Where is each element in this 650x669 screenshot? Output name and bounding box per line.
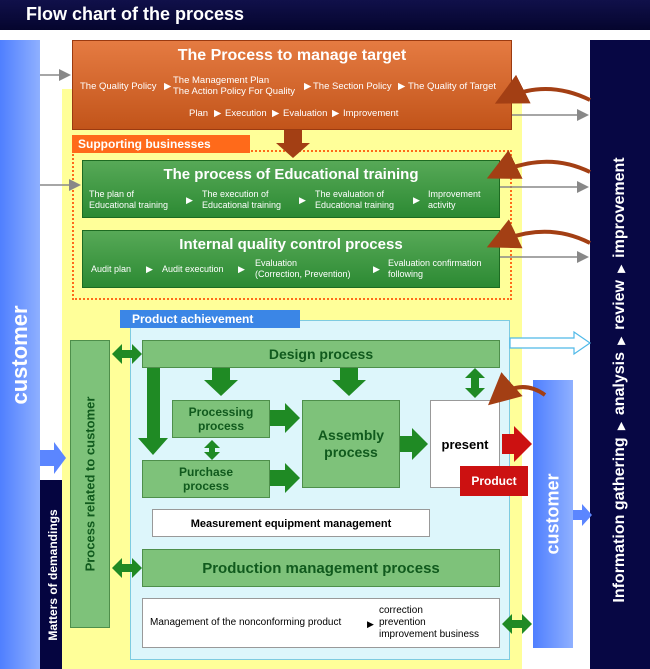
edu-step-improvement: Improvement activity: [428, 189, 481, 210]
gray-flow-lines: [40, 69, 589, 263]
design-process: Design process: [142, 340, 500, 368]
manage-step-improvement: Improvement: [343, 108, 399, 119]
arrow-design-present: [465, 368, 485, 398]
nonconforming-item-correction: correction: [379, 605, 423, 616]
manage-arrow-5: ▶: [272, 108, 280, 119]
arrow-design-processing: [204, 368, 238, 396]
customer-left-bar: customer: [0, 40, 40, 669]
arrow-assembly-present: [400, 428, 428, 460]
arrow-processing-assembly: [270, 403, 300, 433]
edu-arrow-2: ▶: [299, 195, 306, 205]
arrow-design-assembly: [332, 368, 366, 396]
manage-arrow-2: ▶: [304, 81, 312, 92]
internal-quality-control-title: Internal quality control process: [179, 236, 403, 253]
internal-quality-control-process: Internal quality control process Audit p…: [82, 230, 500, 288]
curve-to-present: [488, 372, 547, 406]
green-arrows: [112, 344, 532, 634]
manage-step-evaluation: Evaluation: [283, 108, 328, 119]
nonconforming-item-improvement: improvement business: [379, 629, 480, 640]
curve-to-edu: [486, 150, 591, 179]
edu-step-execution: The execution of Educational training: [202, 189, 282, 210]
arrow-customer-design: [112, 344, 142, 364]
product-badge: Product: [460, 466, 528, 496]
processing-process: Processing process: [172, 400, 270, 438]
nonconforming-product-box: Management of the nonconforming product …: [142, 598, 500, 648]
present-to-customer-arrow: [502, 426, 532, 462]
nonconforming-label: Management of the nonconforming product: [150, 617, 342, 628]
manage-step-section-policy: The Section Policy: [313, 81, 392, 92]
curve-to-iqc: [486, 219, 591, 249]
customer-right-arrow: [573, 504, 592, 526]
right-cycle-bar: Information gathering ▶ analysis ▶ revie…: [590, 40, 650, 669]
nonconforming-arrow: ▶: [367, 619, 374, 629]
edu-step-plan: The plan of Educational training: [89, 189, 169, 210]
product-achievement-label: Product achievement: [120, 310, 300, 328]
iqc-arrow-3: ▶: [373, 264, 380, 274]
nonconforming-item-prevention: prevention: [379, 617, 426, 628]
manage-target-title: The Process to manage target: [177, 47, 407, 64]
manage-down-arrow: [276, 130, 310, 158]
purchase-process: Purchase process: [142, 460, 270, 498]
manage-arrow-1: ▶: [164, 81, 172, 92]
iqc-arrow-1: ▶: [146, 264, 153, 274]
manage-arrow-6: ▶: [332, 108, 340, 119]
manage-step-quality-target: The Quality of Target: [408, 81, 497, 92]
manage-arrow-4: ▶: [214, 108, 222, 119]
iqc-step-evaluation: Evaluation (Correction, Prevention): [255, 258, 351, 279]
arrow-processing-purchase: [204, 440, 220, 460]
manage-target-process: The Process to manage target The Quality…: [72, 40, 512, 130]
measurement-equipment-management: Measurement equipment management: [152, 509, 430, 537]
edu-step-evaluation: The evaluation of Educational training: [315, 189, 395, 210]
manage-step-execution: Execution: [225, 108, 267, 119]
supporting-businesses-label: Supporting businesses: [72, 135, 250, 153]
arrow-purchase-assembly: [270, 463, 300, 493]
curve-to-manage: [494, 74, 591, 104]
arrow-customer-production: [112, 558, 142, 578]
iqc-step-audit-execution: Audit execution: [162, 264, 224, 274]
design-output-arrow: [509, 330, 592, 356]
manage-step-management-plan: The Management Plan The Action Policy Fo…: [173, 75, 295, 97]
iqc-arrow-2: ▶: [238, 264, 245, 274]
manage-arrow-3: ▶: [398, 81, 406, 92]
edu-arrow-3: ▶: [413, 195, 420, 205]
manage-step-quality-policy: The Quality Policy: [80, 81, 157, 92]
arrow-design-purchase: [138, 368, 168, 455]
edu-arrow-1: ▶: [186, 195, 193, 205]
customer-right-bar: customer: [533, 380, 573, 648]
feedback-curves: [486, 74, 591, 406]
matters-of-demandings-bar: Matters of demandings: [40, 480, 66, 669]
assembly-process: Assembly process: [302, 400, 400, 488]
arrow-nonconforming-customer: [502, 614, 532, 634]
page-title: Flow chart of the process: [0, 0, 650, 30]
production-management-process: Production management process: [142, 549, 500, 587]
manage-step-plan: Plan: [189, 108, 209, 119]
iqc-step-audit-plan: Audit plan: [91, 264, 132, 274]
educational-training-process: The process of Educational training The …: [82, 160, 500, 218]
iqc-step-confirmation: Evaluation confirmation following: [388, 258, 482, 279]
educational-training-title: The process of Educational training: [163, 166, 419, 183]
nonconforming-items: correction prevention improvement busine…: [379, 605, 479, 641]
customer-input-arrow: [40, 442, 66, 474]
process-related-to-customer: Process related to customer: [70, 340, 110, 628]
